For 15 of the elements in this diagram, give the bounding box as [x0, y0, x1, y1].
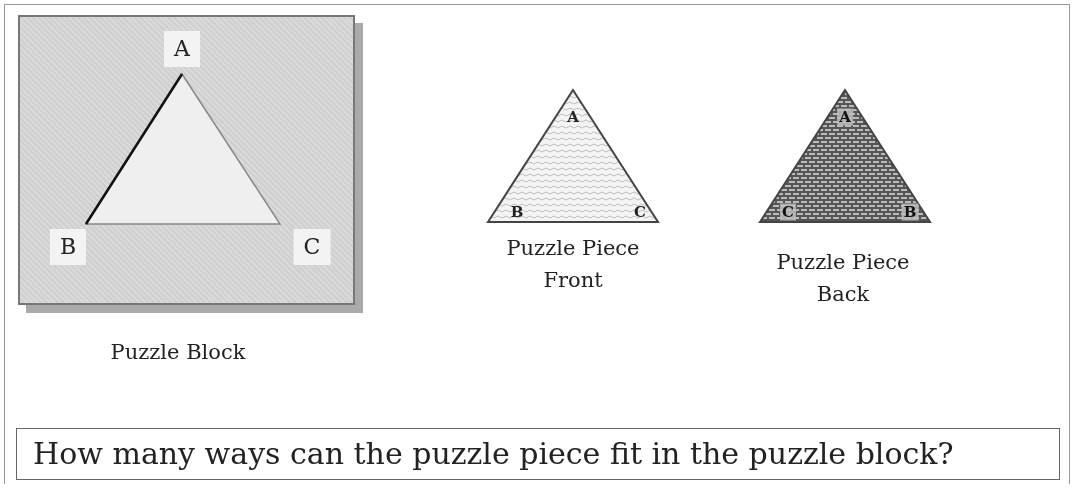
vertex-label: B	[510, 204, 524, 220]
vertex-label: C	[780, 203, 796, 221]
puzzle-piece-front	[488, 88, 658, 224]
vertex-label: B	[49, 229, 87, 265]
vertex-label: A	[567, 109, 579, 125]
vertex-label: B	[901, 203, 919, 221]
node-label: Puzzle Block	[109, 339, 247, 366]
vertex-label: C	[634, 204, 646, 220]
puzzle-piece-back	[760, 88, 930, 224]
vertex-label: A	[164, 31, 200, 67]
vertex-label: C	[293, 229, 331, 265]
question-box: How many ways can the puzzle piece fit in the puzzle block?	[16, 428, 1060, 480]
node-label: Puzzle Piece Front	[505, 235, 641, 294]
vertex-label: A	[837, 108, 853, 126]
node-label: Puzzle Piece Back	[775, 249, 911, 308]
